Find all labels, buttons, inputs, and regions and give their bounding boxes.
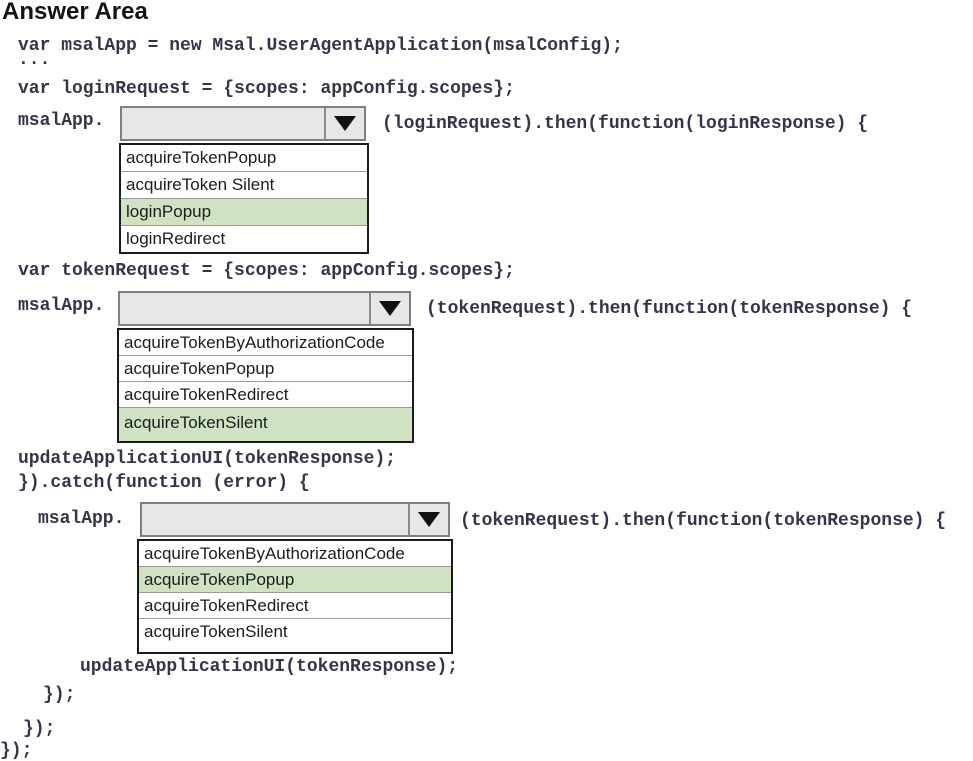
dropdown-1-arrow-button[interactable] [324, 108, 364, 139]
dropdown-2-options: acquireTokenByAuthorizationCode acquireT… [117, 328, 414, 443]
dropdown-3-options: acquireTokenByAuthorizationCode acquireT… [137, 539, 453, 654]
dropdown-option[interactable]: loginRedirect [126, 229, 226, 248]
code-line-4: var tokenRequest = {scopes: appConfig.sc… [18, 261, 515, 281]
code-line-7: updateApplicationUI(tokenResponse); [80, 657, 459, 677]
dropdown-arrow-icon [334, 116, 356, 131]
code-suffix-1: (loginRequest).then(function(loginRespon… [382, 114, 869, 134]
dropdown-option[interactable]: acquireTokenRedirect [119, 382, 412, 408]
dropdown-3-arrow-button[interactable] [408, 504, 448, 535]
dropdown-arrow-icon [418, 512, 440, 527]
code-line-2: ... [18, 50, 51, 70]
dropdown-option[interactable]: acquireTokenByAuthorizationCode [119, 330, 412, 356]
dropdown-option-selected[interactable]: acquireTokenPopup [139, 567, 451, 593]
dropdown-1-select[interactable] [120, 106, 366, 141]
dropdown-option[interactable]: acquireTokenSilent [144, 622, 288, 641]
code-line-10: }); [0, 741, 33, 761]
code-suffix-3: (tokenRequest).then(function(tokenRespon… [460, 511, 947, 531]
dropdown-option-selected[interactable]: loginPopup [121, 199, 367, 226]
dropdown-arrow-icon [379, 301, 401, 316]
code-line-9: }); [23, 719, 56, 739]
code-prefix-3: msalApp. [38, 509, 125, 529]
page-title: Answer Area [2, 0, 148, 25]
dropdown-option[interactable]: acquireToken Silent [121, 172, 367, 199]
code-line-5: updateApplicationUI(tokenResponse); [18, 449, 397, 469]
dropdown-option-selected[interactable]: acquireTokenSilent [119, 408, 412, 441]
dropdown-2-select[interactable] [118, 291, 411, 326]
dropdown-3-select[interactable] [140, 502, 450, 537]
dropdown-option[interactable]: acquireTokenPopup [121, 145, 367, 172]
code-prefix-1: msalApp. [18, 111, 105, 131]
dropdown-option[interactable]: acquireTokenPopup [119, 356, 412, 382]
dropdown-option[interactable]: acquireTokenByAuthorizationCode [139, 541, 451, 567]
dropdown-option[interactable]: acquireTokenRedirect [139, 593, 451, 619]
dropdown-1-value [128, 108, 322, 139]
dropdown-3-value [148, 504, 406, 535]
code-prefix-2: msalApp. [18, 296, 105, 316]
code-line-8: }); [43, 685, 76, 705]
code-line-3: var loginRequest = {scopes: appConfig.sc… [18, 79, 515, 99]
dropdown-2-arrow-button[interactable] [369, 293, 409, 324]
code-line-6: }).catch(function (error) { [18, 473, 310, 493]
code-suffix-2: (tokenRequest).then(function(tokenRespon… [426, 299, 913, 319]
code-line-1: var msalApp = new Msal.UserAgentApplicat… [18, 36, 623, 56]
dropdown-2-value [126, 293, 367, 324]
dropdown-1-options: acquireTokenPopup acquireToken Silent lo… [119, 143, 369, 254]
